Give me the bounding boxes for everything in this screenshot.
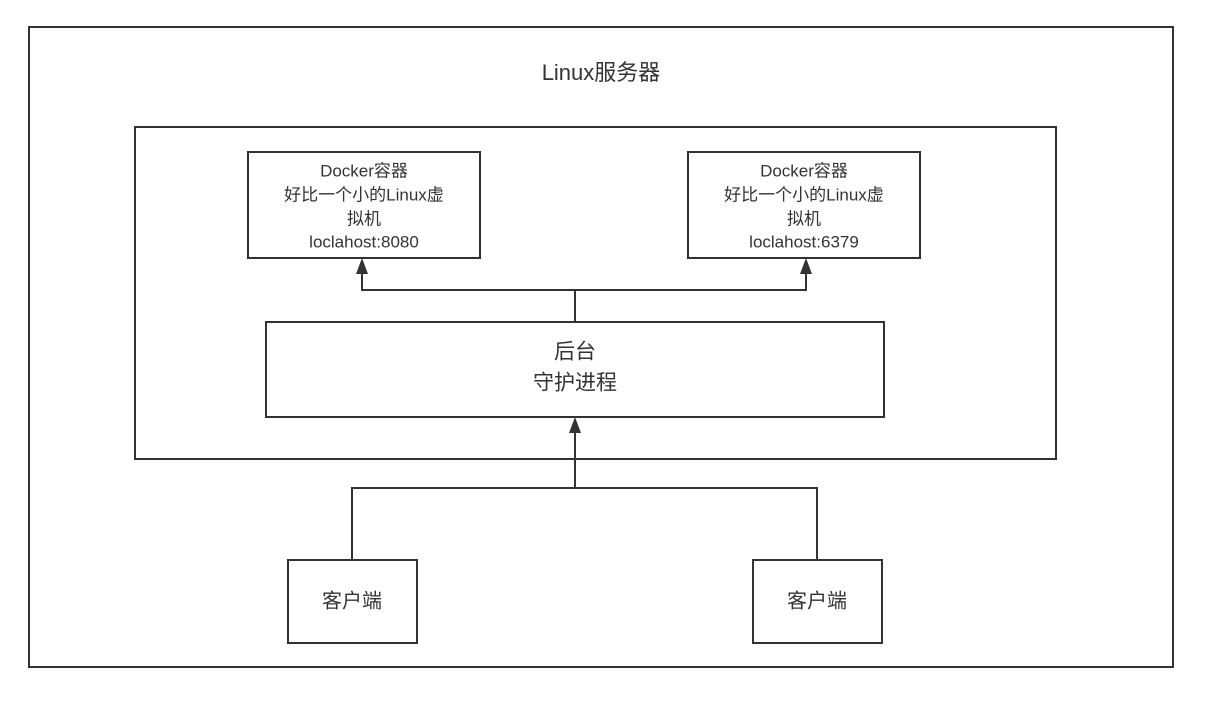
docker-container-left-line1: Docker容器	[320, 161, 408, 180]
arrow-head-left-container	[356, 258, 368, 274]
docker-container-left-line3: 拟机	[347, 209, 381, 228]
arrow-head-daemon	[569, 417, 581, 433]
client-right-rect[interactable]	[752, 559, 883, 644]
background-daemon-line1: 后台	[554, 341, 596, 364]
background-daemon-line2: 守护进程	[533, 372, 617, 395]
client-left-label: 客户端	[322, 589, 382, 612]
docker-container-right-rect[interactable]	[687, 151, 921, 259]
background-daemon-rect[interactable]	[265, 321, 885, 418]
connector-daemon-to-right-container	[574, 268, 807, 322]
docker-container-left-address: loclahost:8080	[309, 232, 419, 251]
docker-container-right-line3: 拟机	[787, 209, 821, 228]
linux-server-title: Linux服务器	[542, 60, 661, 85]
docker-container-right-line1: Docker容器	[760, 161, 848, 180]
arrow-head-right-container	[800, 258, 812, 274]
docker-container-right-line2: 好比一个小的Linux虚	[724, 185, 884, 204]
docker-container-right-address: loclahost:6379	[749, 232, 859, 251]
connector-clients-join-bar	[351, 487, 818, 560]
client-left-rect[interactable]	[287, 559, 418, 644]
client-right-label: 客户端	[787, 589, 847, 612]
docker-container-left-line2: 好比一个小的Linux虚	[284, 185, 444, 204]
docker-container-left-rect[interactable]	[247, 151, 481, 259]
